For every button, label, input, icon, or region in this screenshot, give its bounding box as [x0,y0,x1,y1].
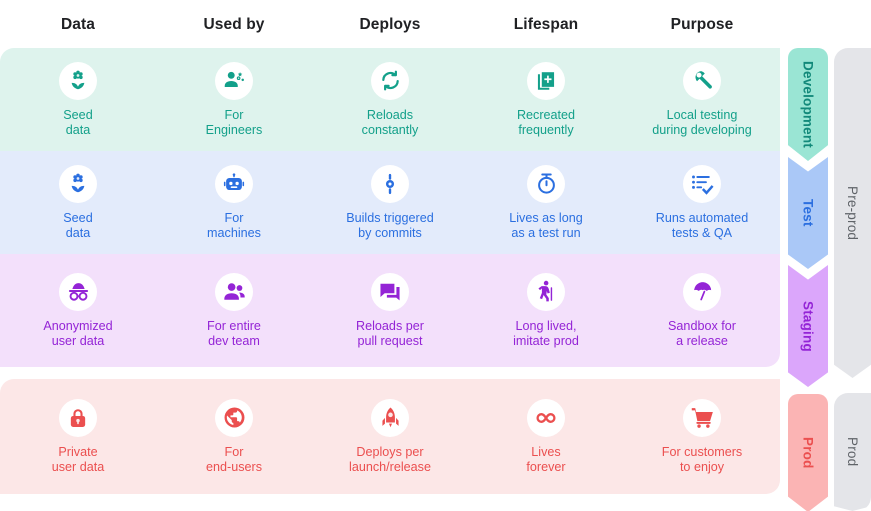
environment-rows: Seed data For Engineers [0,48,780,494]
cell-dev-lifespan: Recreated frequently [468,61,624,138]
cell-label: Seed data [63,210,93,240]
flower-seedling-icon [59,61,97,100]
cell-dev-purpose: Local testing during developing [624,61,780,138]
cell-test-used-by: For machines [156,164,312,241]
cell-prod-purpose: For customers to enjoy [624,398,780,475]
cell-label: Sandbox for a release [668,318,736,348]
cell-label: Builds triggered by commits [346,210,434,240]
row-gap [0,367,780,379]
people-group-icon [215,272,253,311]
cell-dev-data: Seed data [0,61,156,138]
cell-label: For end-users [205,444,262,474]
column-header-purpose: Purpose [670,16,734,33]
stage-chevron-prod[interactable]: Prod [788,394,828,511]
cell-test-purpose: Runs automated tests & QA [624,164,780,241]
stopwatch-icon [527,164,565,203]
cell-dev-used-by: For Engineers [156,61,312,138]
group-band-prod[interactable]: Prod [834,393,871,511]
cell-prod-lifespan: Lives forever [468,398,624,475]
column-header-row: Data Used by Deploys Lifespan Purpose [0,0,780,50]
commit-node-icon [371,164,409,203]
cell-test-data: Seed data [0,164,156,241]
cell-label: For customers to enjoy [661,444,743,474]
elderly-walking-icon [527,272,565,311]
cell-label: For Engineers [205,107,263,137]
infinity-icon [527,398,565,437]
stage-chevron-staging[interactable]: Staging [788,265,828,387]
row-test: Seed data For machines [0,151,780,254]
globe-icon [215,398,253,437]
cell-label: For entire dev team [207,318,261,348]
incognito-hat-glasses-icon [59,272,97,311]
checklist-check-icon [683,164,721,203]
stage-chevron-development[interactable]: Development [788,48,828,161]
stage-label: Staging [800,300,816,352]
column-header-used-by: Used by [203,16,265,33]
cell-staging-deploys: Reloads per pull request [312,272,468,349]
column-header-deploys: Deploys [359,16,421,33]
engineer-person-gears-icon [215,61,253,100]
column-header-data: Data [61,16,95,33]
grouping-column: Pre-prod Prod [834,48,871,511]
cell-label: Recreated frequently [516,107,576,137]
cell-label: For machines [207,210,261,240]
cell-dev-deploys: Reloads constantly [312,61,468,138]
cell-staging-lifespan: Long lived, imitate prod [468,272,624,349]
row-development: Seed data For Engineers [0,48,780,151]
cell-prod-data: Private user data [0,398,156,475]
wrench-icon [683,61,721,100]
group-label: Pre-prod [845,185,860,241]
cell-prod-deploys: Deploys per launch/release [312,398,468,475]
cell-label: Runs automated tests & QA [655,210,749,240]
cell-label: Local testing during developing [652,107,752,137]
cell-staging-data: Anonymized user data [0,272,156,349]
cell-test-lifespan: Lives as long as a test run [468,164,624,241]
flower-seedling-icon [59,164,97,203]
row-staging: Anonymized user data For entire dev team [0,254,780,367]
stage-label: Development [800,61,816,148]
cell-label: Anonymized user data [43,318,113,348]
beach-umbrella-icon [683,272,721,311]
robot-icon [215,164,253,203]
lock-icon [59,398,97,437]
duplicate-plus-icon [527,61,565,100]
cell-staging-purpose: Sandbox for a release [624,272,780,349]
stage-chevron-column: Development Test Staging Prod [788,48,828,511]
stage-label: Prod [800,437,816,469]
refresh-circular-arrows-icon [371,61,409,100]
cell-prod-used-by: For end-users [156,398,312,475]
forum-comment-icon [371,272,409,311]
cell-label: Reloads per pull request [356,318,424,348]
group-label: Prod [845,437,860,467]
cell-label: Seed data [63,107,93,137]
rocket-icon [371,398,409,437]
column-header-lifespan: Lifespan [513,16,579,33]
cell-test-deploys: Builds triggered by commits [312,164,468,241]
cell-label: Long lived, imitate prod [513,318,579,348]
row-prod: Private user data For end-users [0,379,780,494]
stage-chevron-test[interactable]: Test [788,157,828,269]
shopping-cart-icon [683,398,721,437]
stage-label: Test [800,199,816,227]
cell-staging-used-by: For entire dev team [156,272,312,349]
cell-label: Reloads constantly [361,107,419,137]
cell-label: Lives forever [526,444,566,474]
cell-label: Private user data [51,444,105,474]
cell-label: Deploys per launch/release [349,444,431,474]
group-band-pre-prod[interactable]: Pre-prod [834,48,871,378]
cell-label: Lives as long as a test run [509,210,583,240]
